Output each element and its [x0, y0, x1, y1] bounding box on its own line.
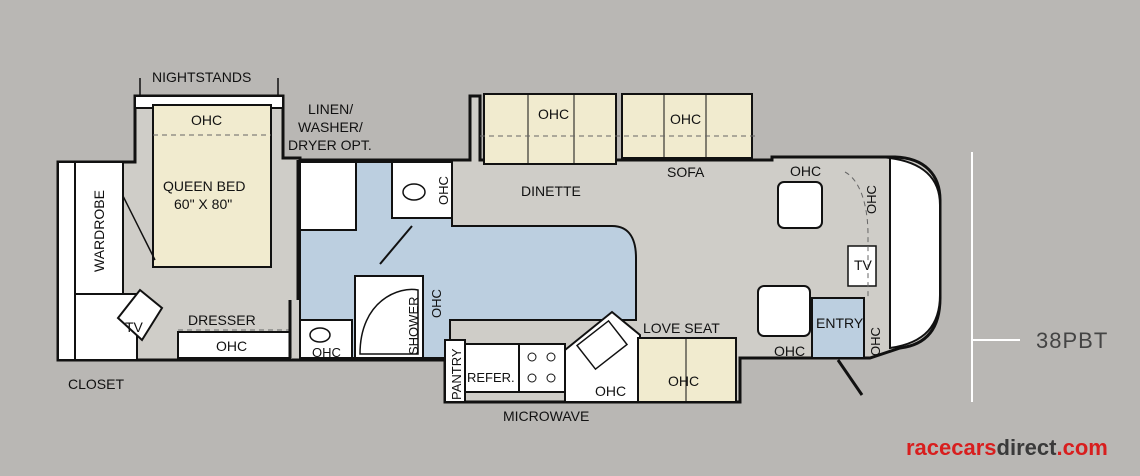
bathroom [299, 161, 637, 359]
label-ohc-toilet: OHC [436, 176, 451, 205]
label-dresser: DRESSER [188, 312, 256, 328]
bedroom-tv-cabinet [116, 288, 164, 342]
label-ohc-vanity: OHC [312, 345, 341, 360]
sofa [621, 93, 753, 159]
label-microwave: MICROWAVE [503, 408, 589, 424]
label-ohc-dresser: OHC [216, 338, 247, 354]
queen-bed [152, 104, 272, 268]
label-linen: LINEN/ [308, 101, 353, 117]
living-slideout [480, 93, 756, 165]
stove [518, 343, 566, 393]
wardrobe [74, 161, 124, 295]
label-dryer-opt: DRYER OPT. [288, 137, 372, 153]
label-closet: CLOSET [68, 376, 124, 392]
label-ohc-dinette: OHC [538, 106, 569, 122]
label-ohc-love-seat: OHC [668, 373, 699, 389]
label-refer: REFER. [467, 370, 515, 385]
label-ohc-door: OHC [868, 327, 883, 356]
linen-closet [299, 161, 357, 231]
love-seat [637, 337, 737, 403]
dresser [177, 331, 291, 359]
label-ohc-galley: OHC [595, 383, 626, 399]
label-dinette: DINETTE [521, 183, 581, 199]
label-ohc-bedroom: OHC [191, 112, 222, 128]
dinette [483, 93, 617, 165]
label-ohc-front: OHC [864, 185, 879, 214]
label-wardrobe: WARDROBE [91, 190, 107, 272]
label-sofa: SOFA [667, 164, 705, 180]
label-ohc-bath: OHC [429, 289, 444, 318]
label-tv-cockpit: TV [854, 257, 873, 273]
galley [444, 310, 641, 403]
bedroom [74, 95, 300, 361]
label-queen-bed-size: 60" X 80" [174, 196, 232, 212]
driver-seat [777, 181, 823, 229]
label-ohc-sofa: OHC [670, 111, 701, 127]
entry-step [811, 297, 865, 359]
label-washer: WASHER/ [298, 119, 363, 135]
cockpit-tv [847, 245, 877, 287]
label-tv-bedroom: TV [125, 319, 144, 335]
toilet-area [391, 161, 453, 219]
label-nightstands: NIGHTSTANDS [152, 69, 251, 85]
rear-cap [57, 161, 76, 361]
label-pantry: PANTRY [449, 348, 464, 400]
model-name: 38PBT [1036, 328, 1108, 353]
labels: NIGHTSTANDS OHC QUEEN BED 60" X 80" LINE… [68, 69, 1108, 460]
cockpit [757, 171, 877, 396]
label-shower: SHOWER [406, 297, 421, 356]
front-cap [879, 156, 941, 350]
label-ohc-cockpit: OHC [790, 163, 821, 179]
label-entry: ENTRY [816, 315, 864, 331]
refrigerator [464, 343, 520, 393]
label-love-seat: LOVE SEAT [643, 320, 720, 336]
label-ohc-entry: OHC [774, 343, 805, 359]
label-queen-bed: QUEEN BED [163, 178, 245, 194]
love-seat-area [637, 337, 737, 403]
watermark: racecarsdirect.com [906, 435, 1108, 460]
passenger-seat [757, 285, 811, 337]
